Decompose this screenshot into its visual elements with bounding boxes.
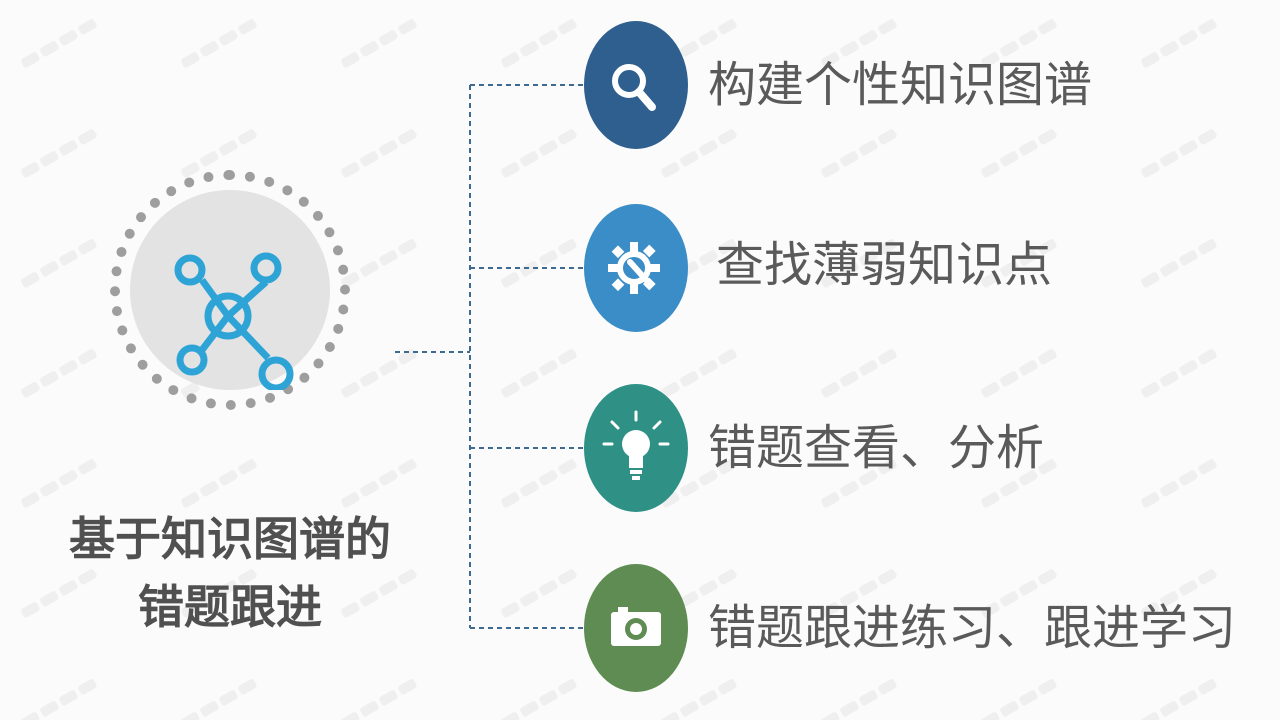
item-3-label: 错题查看、分析 [708,420,1045,476]
item-4-label: 错题跟进练习、跟进学习 [708,600,1237,656]
gear-wrench-icon [608,242,660,294]
camera-icon [611,607,661,646]
hub-title: 基于知识图谱的 错题跟进 [40,505,420,641]
lightbulb-icon [602,410,670,480]
hub-dotted-ring [110,170,350,410]
item-2-circle [584,204,688,332]
search-icon [612,64,656,111]
item-3-circle [584,384,688,512]
hub-circle [130,190,330,390]
network-icon [174,252,294,390]
item-1-label: 构建个性知识图谱 [708,57,1093,113]
hub-title-line1: 基于知识图谱的 [69,512,391,566]
item-2-label: 查找薄弱知识点 [716,237,1053,293]
hub-title-line2: 错题跟进 [138,580,322,634]
item-1-circle [584,21,688,149]
item-4-circle [584,564,688,692]
